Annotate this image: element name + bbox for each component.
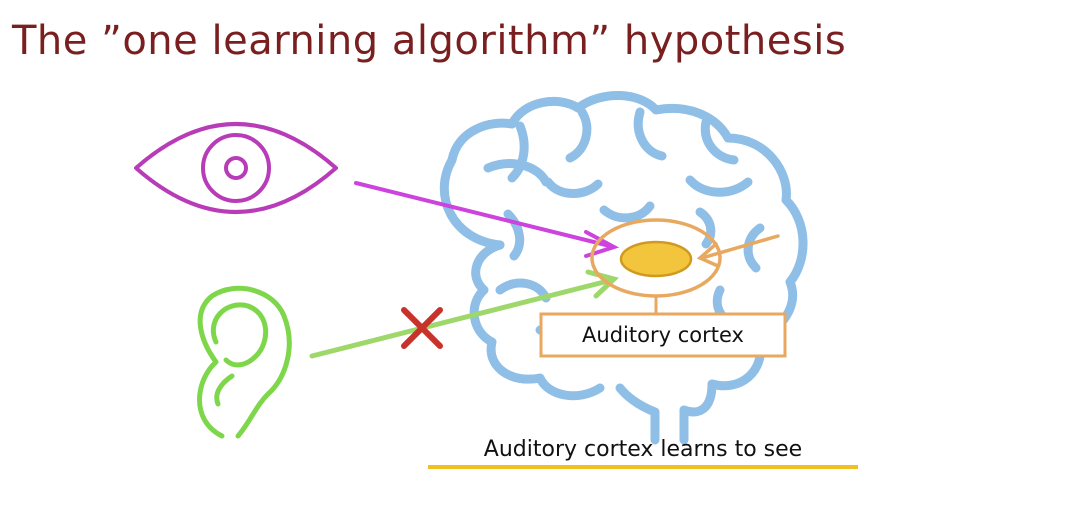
orange-arrow — [696, 234, 780, 268]
eye-icon — [134, 122, 338, 214]
slide-title: The ”one learning algorithm” hypothesis — [12, 18, 847, 64]
eye-to-cortex-arrow — [354, 181, 620, 258]
ear-icon — [197, 285, 292, 439]
caption: Auditory cortex learns to see — [484, 437, 802, 462]
bottom-strip — [0, 488, 1070, 508]
brain-icon — [439, 91, 808, 445]
caption-group: Auditory cortex learns to see — [428, 437, 858, 469]
auditory-cortex-region — [590, 218, 722, 316]
region-label-box: Auditory cortex — [539, 312, 787, 358]
cross-icon — [401, 307, 443, 349]
region-label: Auditory cortex — [582, 323, 744, 347]
